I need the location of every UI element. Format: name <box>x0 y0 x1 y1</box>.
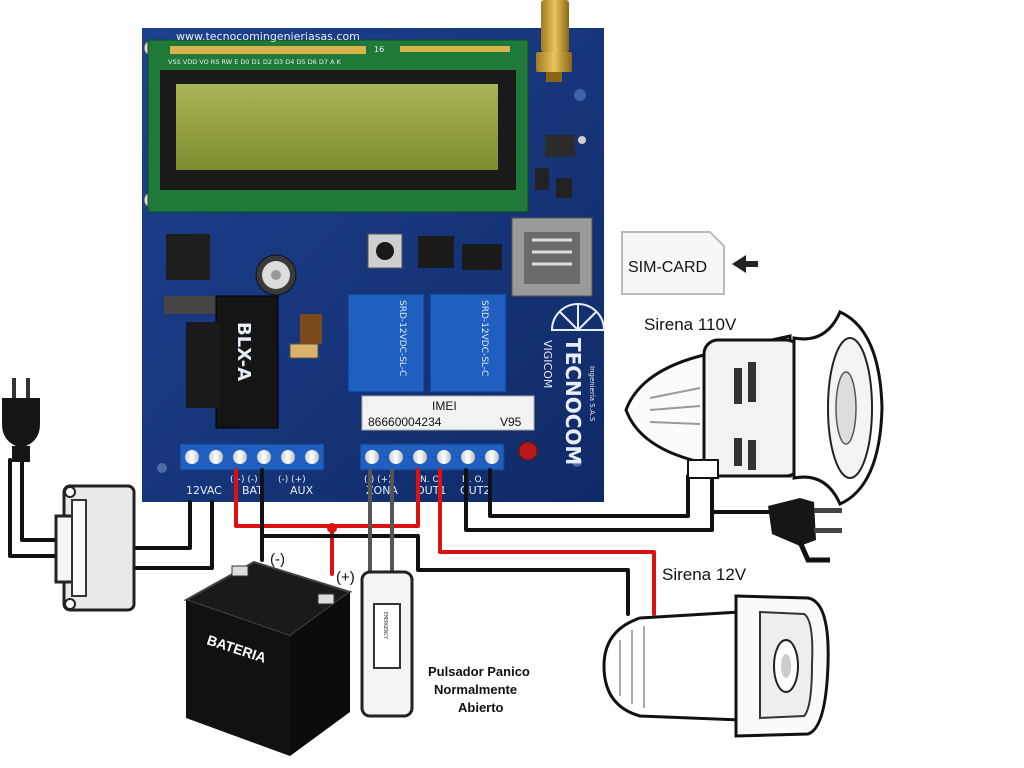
terminal-label-aux: AUX <box>290 484 314 497</box>
lcd-pin-labels: VSS VDD VO RS RW E D0 D1 D2 D3 D4 D5 D6 … <box>168 58 342 66</box>
panic-label-line1: Pulsador Panico <box>428 664 530 679</box>
control-board: www.tecnocomingenieriasas.com VSS VDD VO… <box>142 0 606 502</box>
wire-mains-2 <box>8 458 60 558</box>
wire-mains-1 <box>20 458 60 542</box>
sim-card-slot <box>511 217 593 297</box>
wire-out2-2 <box>488 468 690 518</box>
brand-subtitle: Ingeniería S.A.S <box>588 366 596 422</box>
bat-polarity: (+) (-) <box>230 475 258 485</box>
wire-siren12-positive <box>438 468 656 616</box>
sim-card-label: SIM-CARD <box>628 259 707 276</box>
out1-contact-type: N. O. <box>420 475 442 485</box>
mount-hole-icon <box>572 457 582 467</box>
terminal-block-right <box>359 443 505 471</box>
battery-positive-terminal <box>317 593 335 605</box>
voltage-regulator <box>166 234 210 280</box>
lcd-screen <box>176 84 498 170</box>
terminal-label-bat: BAT <box>242 484 263 497</box>
battery-negative-label: (-) <box>270 551 285 568</box>
wire-out2-1 <box>464 468 772 532</box>
rf-components <box>535 135 586 198</box>
reset-button[interactable] <box>367 233 403 269</box>
relay-1: SRD-12VDC-SL-C <box>347 293 425 393</box>
aux-polarity: (-) (+) <box>278 475 306 485</box>
mount-hole-icon <box>574 89 586 101</box>
terminal-block-left <box>179 443 325 471</box>
relay-2-label: SRD-12VDC-SL-C <box>479 300 489 376</box>
junction-dot-icon <box>327 523 337 533</box>
siren-110v-label: Sirena 110V <box>644 315 737 334</box>
inductor <box>300 314 322 344</box>
power-module: BLX-A <box>186 295 279 429</box>
relay-1-label: SRD-12VDC-SL-C <box>397 300 407 376</box>
out2-contact-type: N. O. <box>462 475 484 485</box>
panic-button: EMERGENCY <box>360 570 414 718</box>
wire-12vac-1 <box>134 500 192 550</box>
lcd-header-pins <box>170 46 510 54</box>
siren-12v <box>602 594 830 738</box>
tecnocom-logo: TECNOCOM Ingeniería S.A.S VIGICOM <box>541 303 606 465</box>
website-silkscreen: www.tecnocomingenieriasas.com <box>176 30 360 43</box>
fuse <box>289 343 319 359</box>
battery: BATERIA <box>183 560 353 756</box>
wire-bat-positive <box>234 468 420 528</box>
brand-name: TECNOCOM <box>561 338 585 465</box>
zona-polarity: (-) (+) <box>364 475 392 485</box>
imei-label: IMEI <box>432 399 457 413</box>
arrow-left-icon <box>732 255 758 273</box>
ic-chip <box>462 244 502 270</box>
siren-110v <box>624 310 884 506</box>
model-name: VIGICOM <box>541 340 554 388</box>
mount-hole-icon <box>157 463 167 473</box>
lcd-pin-count: 16 <box>374 45 384 54</box>
mains-plug-right <box>768 498 842 563</box>
relay-2: SRD-12VDC-SL-C <box>429 293 507 393</box>
button-legend: EMERGENCY <box>382 612 388 639</box>
panic-label-line2: Normalmente <box>434 682 517 697</box>
mains-plug-left <box>2 378 40 462</box>
status-led <box>518 441 538 461</box>
ic-chip <box>418 236 454 268</box>
firmware-version: V95 <box>500 415 522 429</box>
wire-12vac-2 <box>134 500 214 570</box>
gsm-antenna <box>536 0 572 82</box>
power-module-label: BLX-A <box>233 322 254 381</box>
ac-transformer <box>54 484 136 612</box>
battery-negative-terminal <box>231 565 249 577</box>
siren-12v-label: Sirena 12V <box>662 565 747 584</box>
sim-card: SIM-CARD <box>621 231 725 295</box>
capacitor <box>255 254 297 296</box>
panic-label-line3: Abierto <box>458 700 504 715</box>
wire-siren12-negative <box>260 534 630 616</box>
terminal-label-12vac: 12VAC <box>186 484 222 497</box>
imei-value: 86660004234 <box>368 415 442 429</box>
imei-sticker: IMEI 86660004234 V95 <box>361 395 535 431</box>
wiring <box>8 458 772 616</box>
battery-positive-label: (+) <box>336 569 355 586</box>
smd-resistor-row <box>164 296 216 314</box>
